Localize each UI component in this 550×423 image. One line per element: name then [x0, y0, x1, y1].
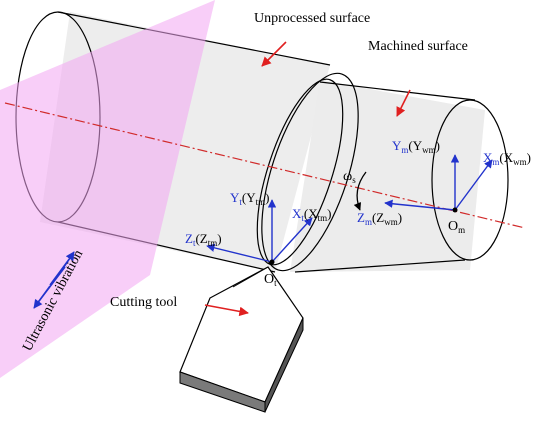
xt-axis — [271, 217, 313, 263]
zt-label: Zt(Ztm) — [185, 231, 222, 248]
xm-label: Xm(Xwm) — [483, 150, 531, 167]
ot-origin-point — [269, 259, 275, 265]
xt-label: Xt(Xtm) — [292, 206, 331, 223]
unprocessed-pointer-arrow — [261, 41, 287, 67]
om-origin-point — [452, 207, 458, 213]
om-label: Om — [448, 219, 465, 235]
unprocessed-surface-label: Unprocessed surface — [254, 11, 370, 26]
cutting-tool-label: Cutting tool — [110, 295, 177, 310]
rotation-arrow-icon — [353, 171, 367, 211]
machined-cylinder — [290, 80, 509, 273]
spindle-centerline — [4, 102, 526, 229]
ot-label: Ot — [264, 272, 277, 288]
tool-pointer-arrow — [204, 304, 249, 317]
vibration-plane — [0, 0, 215, 378]
zm-label: Zm(Zwm) — [357, 210, 402, 227]
zm-axis — [384, 199, 456, 211]
zt-axis — [206, 243, 273, 263]
cutting-tool — [179, 266, 304, 413]
vibration-zigzag-icon — [33, 251, 75, 309]
workpiece-frame — [384, 154, 493, 213]
omega-label: ωs — [343, 169, 356, 185]
yt-label: Yt(Ytm) — [230, 190, 269, 207]
groove-rings — [256, 72, 359, 272]
tool-frame — [206, 199, 313, 265]
machined-pointer-arrow — [396, 89, 411, 117]
ym-label: Ym(Ywm) — [392, 138, 440, 155]
machined-surface-label: Machined surface — [368, 39, 468, 54]
xm-axis — [454, 159, 493, 211]
